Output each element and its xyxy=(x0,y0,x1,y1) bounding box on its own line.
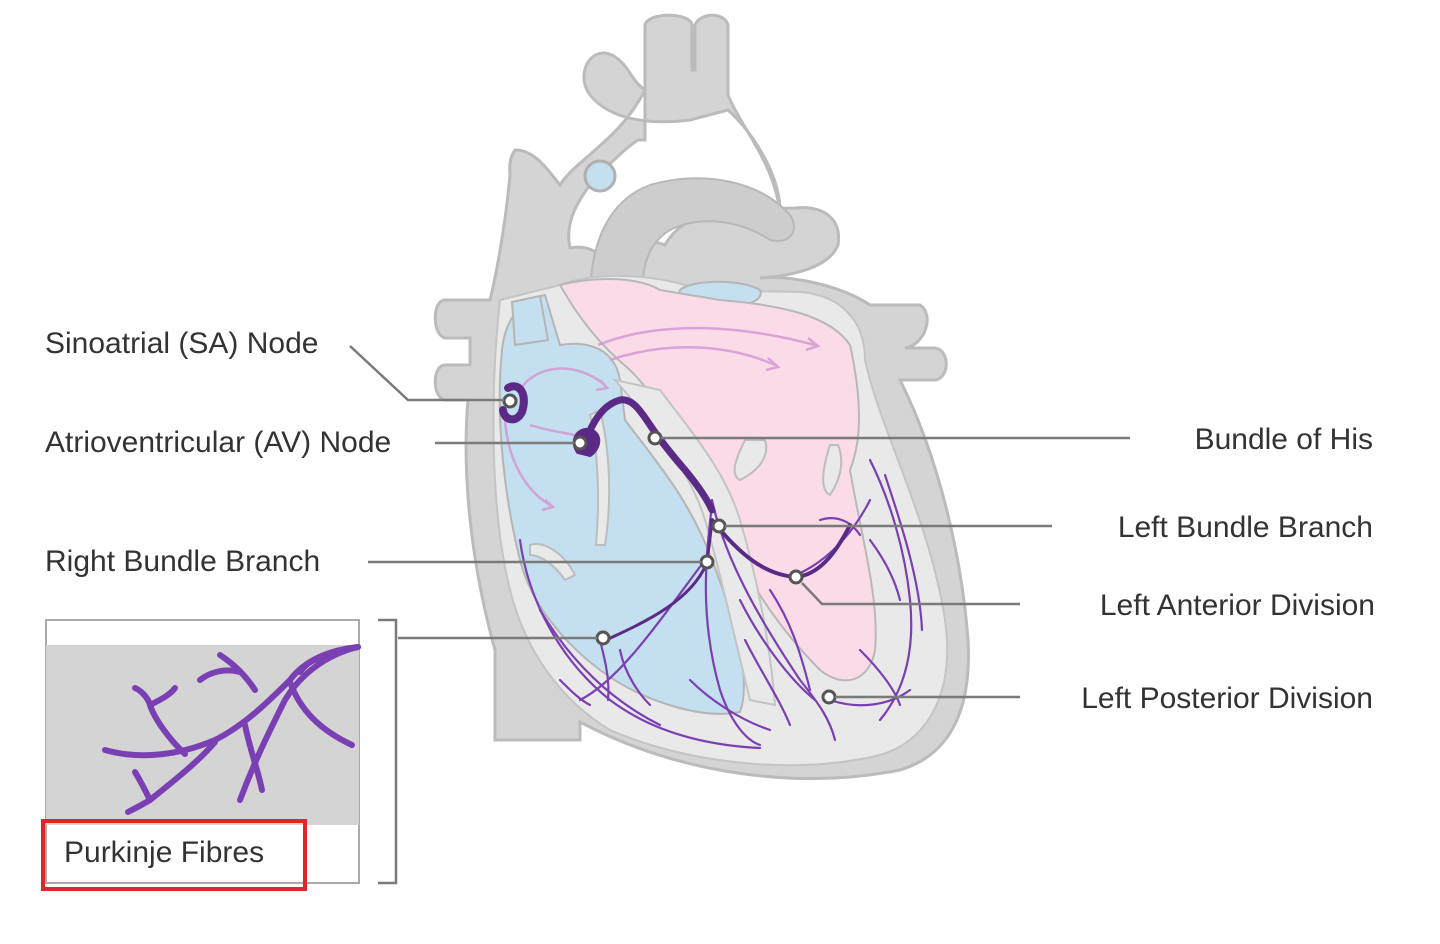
purkinje-highlight-box xyxy=(41,819,307,891)
right-bundle-marker xyxy=(699,554,715,570)
impulse-flow-arrows xyxy=(503,326,821,512)
purkinje-fibres-detail xyxy=(102,644,361,815)
right-bundle-path xyxy=(604,518,714,642)
label-sa-node: Sinoatrial (SA) Node xyxy=(45,327,318,360)
label-right-bundle-branch: Right Bundle Branch xyxy=(45,545,320,578)
purkinje-inset: Purkinje Fibres xyxy=(41,619,361,891)
left-bundle-marker xyxy=(711,518,727,534)
left-anterior-marker xyxy=(788,569,804,585)
sa-node-shape xyxy=(499,382,528,424)
av-node-marker xyxy=(572,435,588,451)
bundle-of-his-path xyxy=(584,396,716,514)
right-atrial-appendage xyxy=(510,294,550,347)
label-av-node: Atrioventricular (AV) Node xyxy=(45,426,391,459)
right-chambers xyxy=(498,293,745,715)
label-bundle-of-his: Bundle of His xyxy=(1195,423,1373,456)
sa-node-marker xyxy=(502,393,518,409)
vessel-opening xyxy=(583,159,617,193)
heart-illustration xyxy=(433,13,970,780)
left-posterior-marker xyxy=(821,689,837,705)
bundle-of-his-marker xyxy=(647,430,663,446)
label-left-bundle-branch: Left Bundle Branch xyxy=(1118,511,1373,544)
mitral-valve xyxy=(733,439,843,497)
label-left-anterior-division: Left Anterior Division xyxy=(1100,589,1375,622)
purkinje-marker xyxy=(595,630,611,646)
aorta xyxy=(588,177,795,301)
label-left-posterior-division: Left Posterior Division xyxy=(1081,682,1373,715)
label-purkinje-fibres: Purkinje Fibres xyxy=(64,836,264,869)
leader-lines xyxy=(349,345,1130,885)
